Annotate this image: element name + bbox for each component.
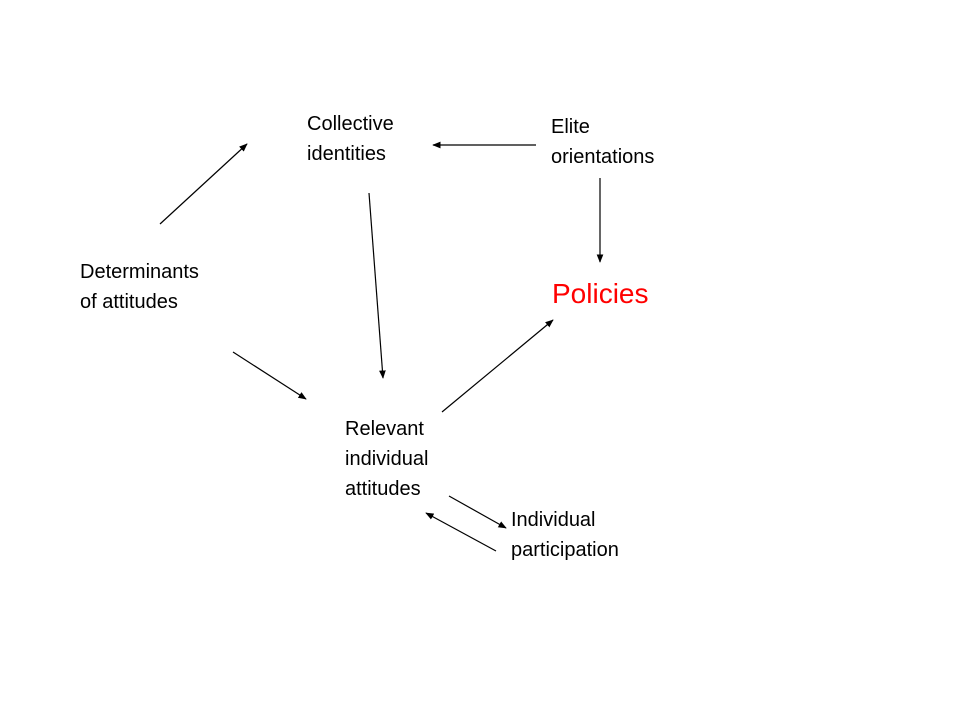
edge-relevant-to-participation — [448, 495, 507, 529]
edge-relevant-to-policies — [441, 319, 554, 413]
node-policies: Policies — [552, 278, 649, 309]
node-collective-identities: Collective identities — [307, 113, 394, 165]
edge-determinants-to-collective — [159, 143, 248, 225]
node-elite-orientations: Elite orientations — [551, 116, 655, 168]
node-relevant-individual-attitudes: Relevant individual attitudes — [345, 418, 429, 500]
edge-determinants-to-relevant — [232, 351, 307, 400]
node-determinants-of-attitudes: Determinants of attitudes — [80, 261, 199, 313]
node-individual-participation: Individual participation — [511, 509, 619, 561]
edge-collective-to-relevant — [368, 192, 386, 379]
edge-participation-to-relevant — [425, 512, 497, 552]
